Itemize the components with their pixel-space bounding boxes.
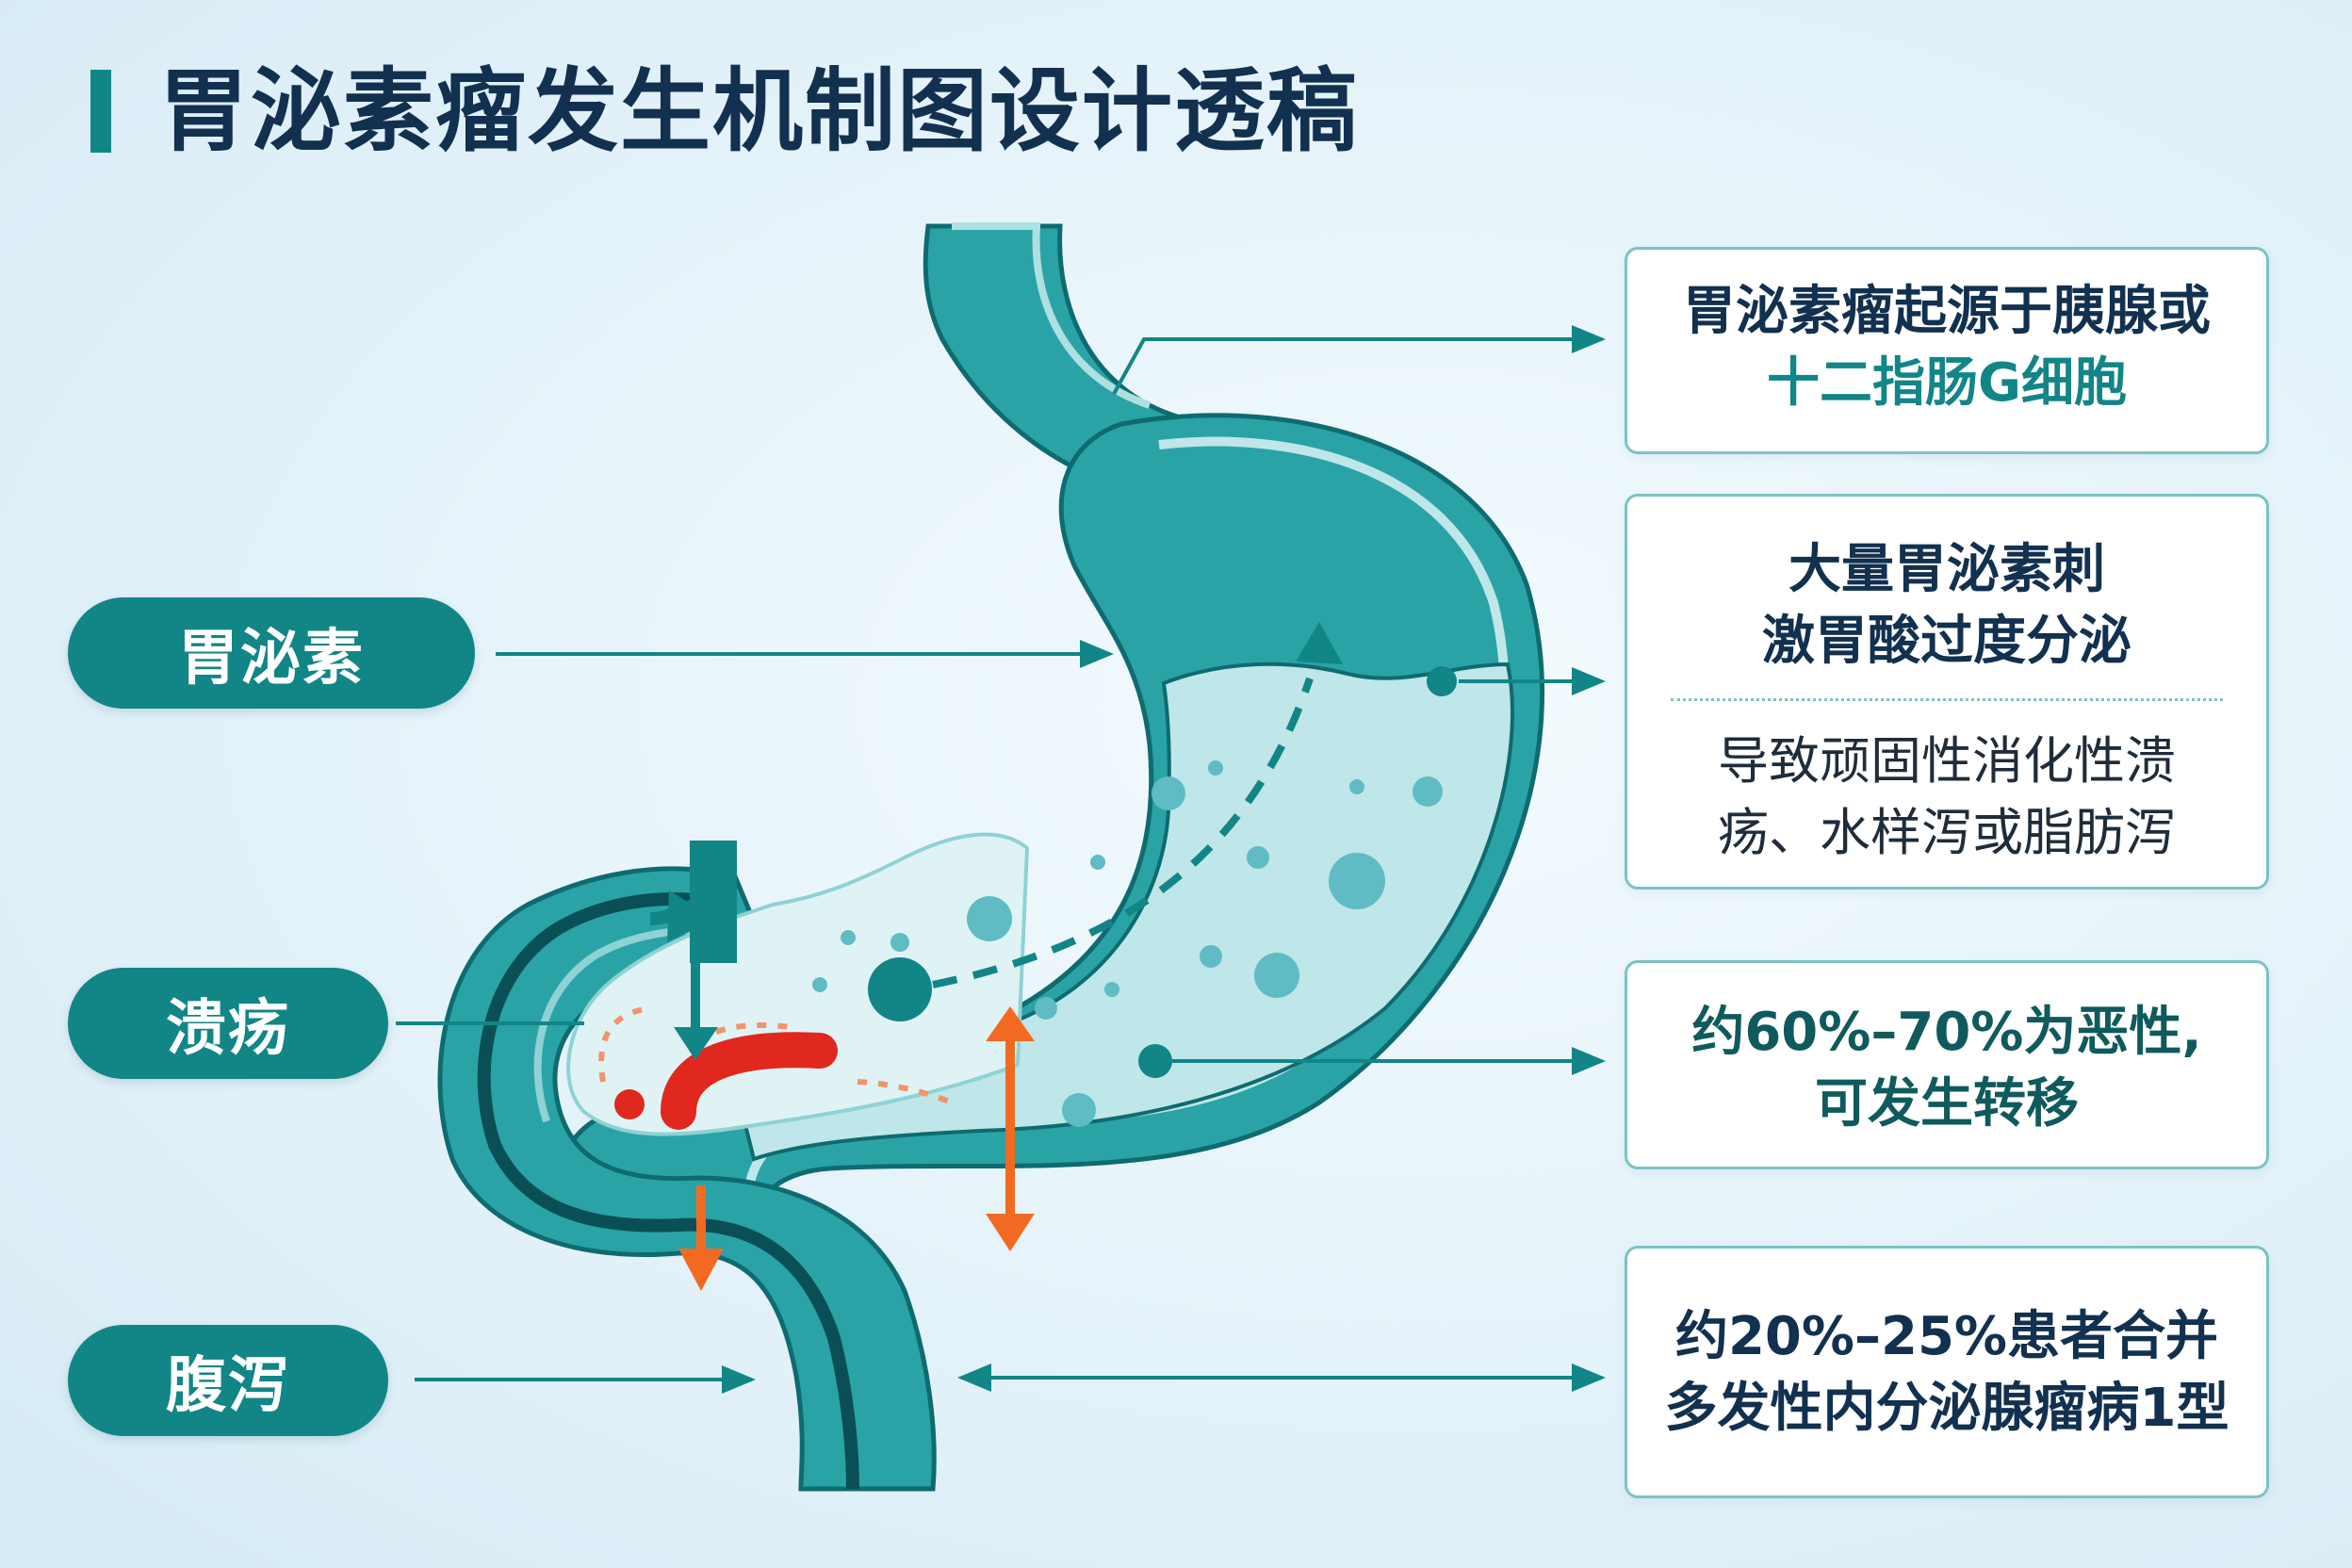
ulcer-lesion <box>661 1032 838 1130</box>
card-malignancy-line2: 可发生转移 <box>1815 1073 2079 1135</box>
pyloric-lumen <box>566 832 1030 1136</box>
card-malignancy: 约60%–70%为恶性, 可发生转移 <box>1625 960 2269 1169</box>
card-origin-line1: 胃泌素瘤起源于胰腺或 <box>1683 281 2211 342</box>
card-malignancy-line1: 约60%–70%为恶性, <box>1691 1002 2202 1063</box>
card-stimulation: 大量胃泌素刺 激胃酸过度分泌 导致顽固性消化性溃 疡、水样泻或脂肪泻 <box>1625 494 2269 890</box>
gastrin-flow-arrow <box>932 677 1314 988</box>
entry-stem <box>690 841 737 963</box>
card-stimulation-divider <box>1671 698 2223 701</box>
card-men1-line2: 多发性内分泌腺瘤病1型 <box>1664 1378 2230 1439</box>
card-origin-line2: 十二指肠G细胞 <box>1767 352 2127 414</box>
label-ulcer: 溃疡 <box>68 968 388 1079</box>
acid-particles <box>812 760 1443 1127</box>
page-title: 胃泌素瘤发生机制图设计透稿 <box>158 58 1359 164</box>
ulcer-spot <box>614 1089 645 1119</box>
card-men1-line1: 约20%–25%患者合并 <box>1674 1306 2219 1367</box>
card-stimulation-line3: 导致顽固性消化性溃 <box>1718 731 2176 791</box>
card-men1: 约20%–25%患者合并 多发性内分泌腺瘤病1型 <box>1625 1246 2269 1498</box>
card-stimulation-line2: 激胃酸过度分泌 <box>1762 611 2132 672</box>
label-gastrin: 胃泌素 <box>68 597 475 709</box>
card-origin: 胃泌素瘤起源于胰腺或 十二指肠G细胞 <box>1625 247 2269 454</box>
arrow-origin <box>1112 325 1606 395</box>
title-accent-bar <box>90 70 111 153</box>
label-diarrhea: 腹泻 <box>68 1325 388 1436</box>
label-gastrin-text: 胃泌素 <box>178 624 365 694</box>
label-diarrhea-text: 腹泻 <box>166 1351 290 1421</box>
label-ulcer-text: 溃疡 <box>166 994 290 1064</box>
card-stimulation-line1: 大量胃泌素刺 <box>1788 539 2105 600</box>
tumor-cell-small <box>1138 1044 1172 1078</box>
card-stimulation-line4: 疡、水样泻或脂肪泻 <box>1718 803 2176 862</box>
tumor-cell-large <box>868 957 932 1021</box>
secretion-cell <box>1427 666 1457 696</box>
